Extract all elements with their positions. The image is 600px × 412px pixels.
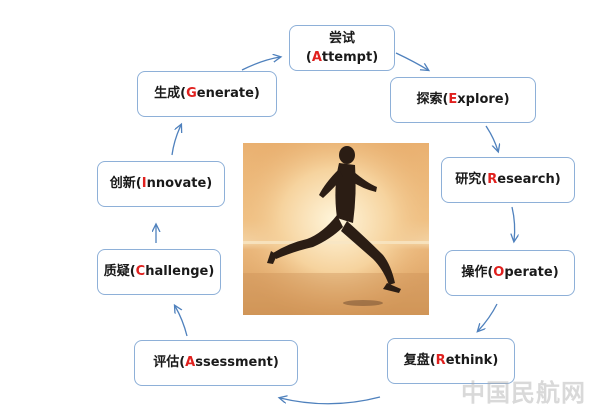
paren-open: ( xyxy=(442,92,449,108)
node-research-zh: 研究 xyxy=(455,172,482,188)
node-generate-initial: G xyxy=(186,86,197,102)
node-challenge-rest: hallenge xyxy=(145,264,209,280)
arrow-generate-to-attempt xyxy=(241,57,280,71)
node-innovate-zh: 创新 xyxy=(109,176,136,192)
arrow-research-to-operate xyxy=(512,206,515,241)
node-explore-zh: 探索 xyxy=(416,92,443,108)
paren-open: ( xyxy=(481,172,488,188)
node-assessment-rest: ssessment xyxy=(195,355,273,371)
paren-open: ( xyxy=(487,265,494,281)
runner-photo xyxy=(243,143,429,315)
paren-close: ) xyxy=(372,50,379,65)
runner-silhouette xyxy=(243,143,429,315)
paren-close: ) xyxy=(554,172,561,188)
node-generate-zh: 生成 xyxy=(154,86,181,102)
node-attempt[interactable]: 尝试 (Attempt) xyxy=(289,25,395,71)
paren-close: ) xyxy=(253,86,260,102)
arrow-assessment-to-challenge xyxy=(175,306,188,337)
node-innovate-rest: nnovate xyxy=(146,176,207,192)
node-generate-rest: enerate xyxy=(196,86,254,102)
paren-open: ( xyxy=(179,355,186,371)
paren-close: ) xyxy=(552,265,559,281)
watermark: 中国民航网 xyxy=(461,379,586,407)
node-attempt-initial: A xyxy=(311,50,322,65)
node-explore-initial: E xyxy=(448,92,458,108)
paren-close: ) xyxy=(208,264,215,280)
arrow-operate-to-rethink xyxy=(478,303,498,331)
arrow-rethink-to-assessment xyxy=(280,397,381,405)
node-research-initial: R xyxy=(487,172,498,188)
paren-open: ( xyxy=(180,86,187,102)
paren-open: ( xyxy=(429,353,436,369)
node-challenge-initial: C xyxy=(135,264,146,280)
paren-open: ( xyxy=(135,176,142,192)
arrow-explore-to-research xyxy=(485,125,498,151)
paren-close: ) xyxy=(272,355,279,371)
node-research-rest: esearch xyxy=(497,172,555,188)
paren-close: ) xyxy=(492,353,499,369)
node-operate-zh: 操作 xyxy=(461,265,488,281)
node-rethink-rest: ethink xyxy=(445,353,493,369)
node-rethink-zh: 复盘 xyxy=(403,353,430,369)
paren-close: ) xyxy=(503,92,510,108)
node-challenge-zh: 质疑 xyxy=(103,264,130,280)
node-operate-rest: perate xyxy=(504,265,553,281)
node-rethink-initial: R xyxy=(435,353,446,369)
node-operate-initial: O xyxy=(493,265,505,281)
arrow-innovate-to-generate xyxy=(171,125,181,156)
paren-open: ( xyxy=(129,264,136,280)
paren-close: ) xyxy=(206,176,213,192)
paren-open: ( xyxy=(305,50,312,65)
node-attempt-rest: ttempt xyxy=(321,50,373,65)
arrow-attempt-to-explore xyxy=(395,52,428,70)
node-assessment-initial: A xyxy=(185,355,196,371)
node-explore-rest: xplore xyxy=(457,92,504,108)
node-attempt-zh: 尝试 xyxy=(328,30,355,46)
node-innovate-initial: I xyxy=(141,176,147,192)
node-assessment-zh: 评估 xyxy=(153,355,180,371)
